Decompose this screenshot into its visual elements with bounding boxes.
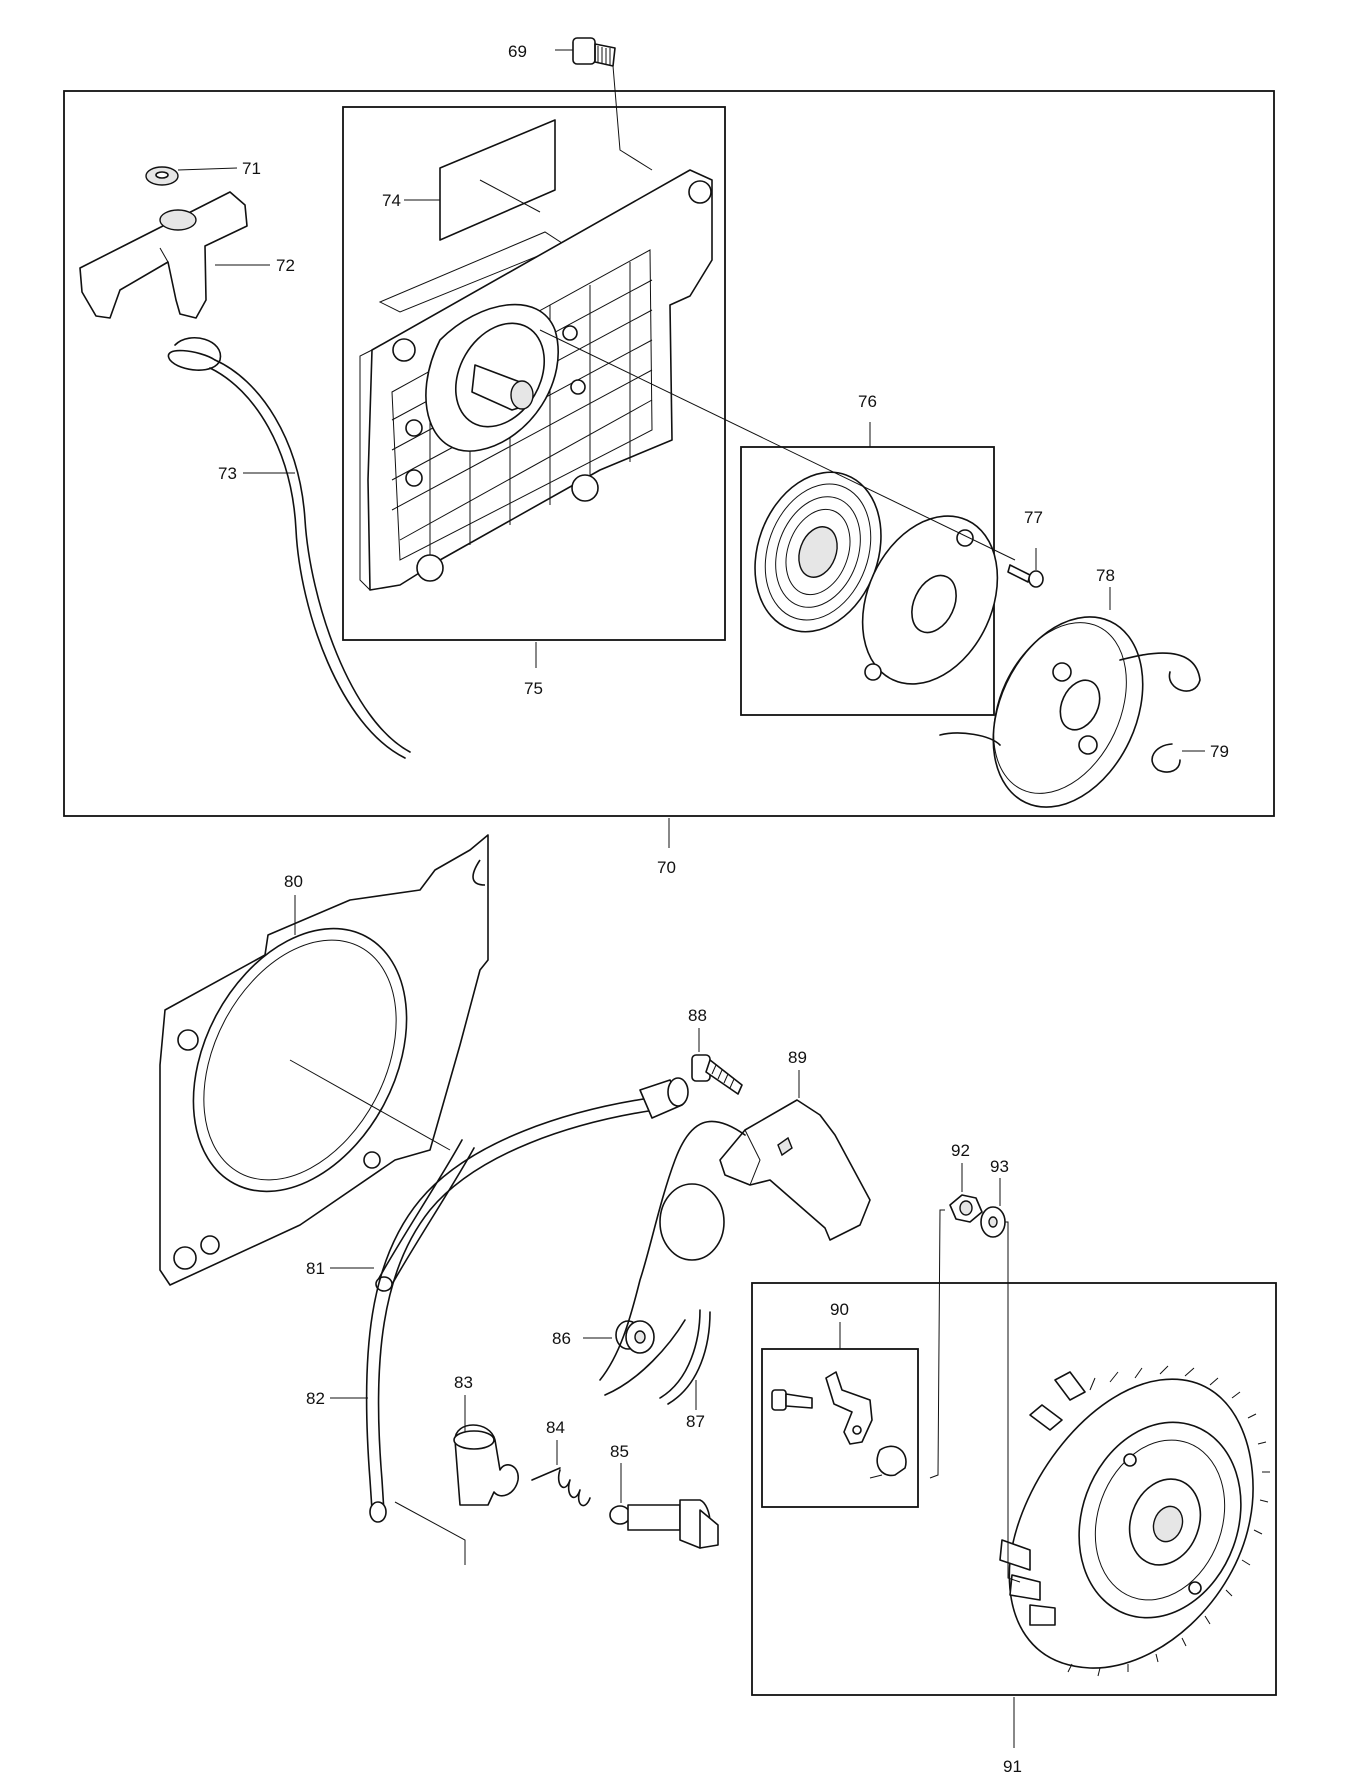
washer-93	[980, 1178, 1021, 1583]
part-number-75: 75	[524, 679, 543, 698]
part-number-92: 92	[951, 1141, 970, 1160]
ht-lead-82	[330, 1077, 689, 1565]
spark-plug-cap-83	[453, 1395, 519, 1506]
assembly-box-90	[761, 1348, 919, 1508]
bolt-88	[691, 1028, 743, 1095]
part-number-91: 91	[1003, 1757, 1022, 1776]
part-number-90: 90	[830, 1300, 849, 1319]
starter-rope-73	[167, 336, 411, 759]
part-number-74: 74	[382, 191, 401, 210]
part-number-78: 78	[1096, 566, 1115, 585]
flywheel-91	[999, 1365, 1270, 1748]
part-number-93: 93	[990, 1157, 1009, 1176]
part-number-83: 83	[454, 1373, 473, 1392]
part-number-82: 82	[306, 1389, 325, 1408]
part-number-69: 69	[508, 42, 527, 61]
part-number-79: 79	[1210, 742, 1229, 761]
part-number-86: 86	[552, 1329, 571, 1348]
part-number-85: 85	[610, 1442, 629, 1461]
recoil-spring-76	[539, 329, 1016, 685]
part-number-77: 77	[1024, 508, 1043, 527]
part-number-80: 80	[284, 872, 303, 891]
assembly-box-91	[751, 1282, 1277, 1696]
assembly-box-70	[63, 90, 1275, 817]
part-number-81: 81	[306, 1259, 325, 1278]
grommet-86	[583, 1320, 655, 1354]
fan-housing-75	[359, 169, 713, 668]
screw-77	[1007, 548, 1044, 588]
ignition-wire-87	[604, 1309, 711, 1410]
tube-81	[330, 1139, 475, 1292]
part-number-84: 84	[546, 1418, 565, 1437]
part-number-76: 76	[858, 392, 877, 411]
part-number-70: 70	[657, 858, 676, 877]
starter-handle-72	[79, 191, 270, 319]
part-number-72: 72	[276, 256, 295, 275]
nut-92	[929, 1163, 983, 1479]
part-number-71: 71	[242, 159, 261, 178]
part-number-87: 87	[686, 1412, 705, 1431]
assembly-box-75	[342, 106, 726, 641]
cover-plate-80	[159, 834, 489, 1286]
part-number-73: 73	[218, 464, 237, 483]
rope-pulley-78	[939, 587, 1201, 808]
part-number-89: 89	[788, 1048, 807, 1067]
spring-84	[531, 1440, 591, 1507]
spark-plug-85	[609, 1463, 719, 1549]
pawl-set-90	[771, 1322, 907, 1479]
circlip-79	[1151, 743, 1205, 773]
washer-71	[145, 166, 238, 186]
screw-69	[555, 37, 653, 171]
part-number-88: 88	[688, 1006, 707, 1025]
ignition-coil-89	[599, 1070, 871, 1381]
